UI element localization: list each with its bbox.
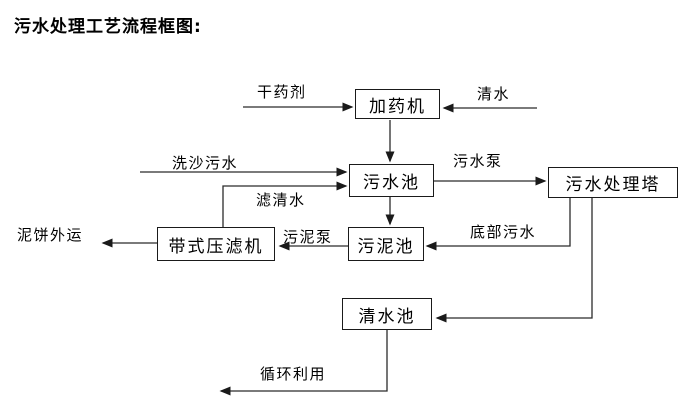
node-sewage-pool: 污水池 xyxy=(349,164,434,197)
arrow-bottom-sewage-to-sludge xyxy=(425,198,571,251)
edge-label-filtered-water: 滤清水 xyxy=(256,191,306,209)
edge-label-recycling: 循环利用 xyxy=(260,365,327,383)
node-dosing-machine: 加药机 xyxy=(355,89,440,119)
page-title: 污水处理工艺流程框图: xyxy=(14,17,202,37)
edge-label-dry-chemical: 干药剂 xyxy=(257,83,307,101)
edge-label-clean-water: 清水 xyxy=(477,85,511,103)
edge-label-mud-cake-out: 泥饼外运 xyxy=(17,226,84,244)
arrow-tower-to-clean-pool xyxy=(435,198,593,323)
edge-label-sludge-pump: 污泥泵 xyxy=(283,228,333,246)
node-sludge-pool: 污泥池 xyxy=(348,227,424,261)
arrow-filtered-water-to-sewage xyxy=(222,181,348,227)
arrow-recycling-out xyxy=(219,330,388,396)
edge-label-bottom-sewage: 底部污水 xyxy=(470,223,537,241)
node-clean-water-pool: 清水池 xyxy=(342,298,432,330)
edge-label-sand-washing-sewage: 洗沙污水 xyxy=(172,154,239,172)
edge-label-sewage-pump: 污水泵 xyxy=(453,152,503,170)
node-belt-filter-press: 带式压滤机 xyxy=(157,227,275,261)
node-treatment-tower: 污水处理塔 xyxy=(548,167,678,198)
